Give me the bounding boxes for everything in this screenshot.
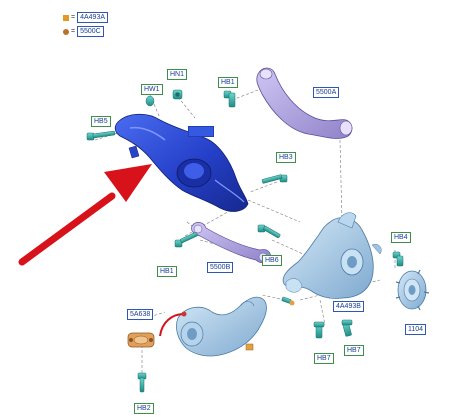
label-hb4: HB4: [391, 232, 411, 243]
label-hb2: HB2: [134, 403, 154, 414]
label-hb1-left: HB1: [157, 266, 177, 277]
label-hn1: HN1: [167, 69, 188, 80]
legend-label-5500c: 5500C: [77, 26, 104, 37]
legend-row-5500c: = 5500C: [63, 26, 104, 37]
knuckle-4a493b: [282, 212, 382, 299]
bolt-hb7-left: [313, 321, 325, 339]
label-hb7-right: HB7: [344, 345, 364, 356]
label-5500b: 5500B: [207, 262, 234, 273]
legend-row-4a493a: = 4A493A: [63, 12, 109, 23]
label-1104: 1104: [405, 324, 427, 335]
bolt-hb2: [137, 372, 147, 393]
label-5500a: 5500A: [313, 87, 340, 98]
label-hb1-top: HB1: [218, 77, 238, 88]
bolt-hb1-left: [174, 232, 198, 248]
label-4a493b: 4A493B: [333, 301, 364, 312]
label-hb3: HB3: [276, 152, 296, 163]
label-hb6: HB6: [262, 255, 282, 266]
bolt-hb6: [257, 224, 281, 239]
orange-marker-knuckle: [289, 300, 295, 306]
lower-control-arm-5k652: [114, 113, 249, 212]
label-hb5: HB5: [91, 116, 111, 127]
washer-hw1: [145, 95, 155, 107]
label-hw1: HW1: [141, 84, 163, 95]
upper-link-5500a: [256, 67, 353, 139]
label-5k652: 5K652: [188, 126, 215, 137]
lower-link-bracket: [176, 296, 267, 357]
brown-dot-icon: [63, 28, 69, 35]
red-pointer-arrow: [18, 164, 152, 266]
red-connector-arc: [159, 313, 185, 337]
orange-square-icon: [63, 14, 69, 21]
bushing-5a638: [127, 332, 155, 348]
fasteners: [86, 89, 404, 393]
red-arc-end-dot: [181, 311, 187, 317]
label-hb7-left: HB7: [314, 353, 334, 364]
legend-label-4a493a: 4A493A: [77, 12, 109, 23]
bolt-hb1-top: [223, 90, 236, 108]
bolt-hb3: [261, 174, 288, 184]
wheel-hub-1104: [395, 269, 430, 311]
nut-hn1: [172, 89, 183, 100]
bolt-hb7-right: [341, 319, 353, 337]
bolt-hb4: [392, 251, 404, 267]
label-5a638: 5A638: [127, 309, 154, 320]
bolt-hb5: [86, 130, 116, 141]
